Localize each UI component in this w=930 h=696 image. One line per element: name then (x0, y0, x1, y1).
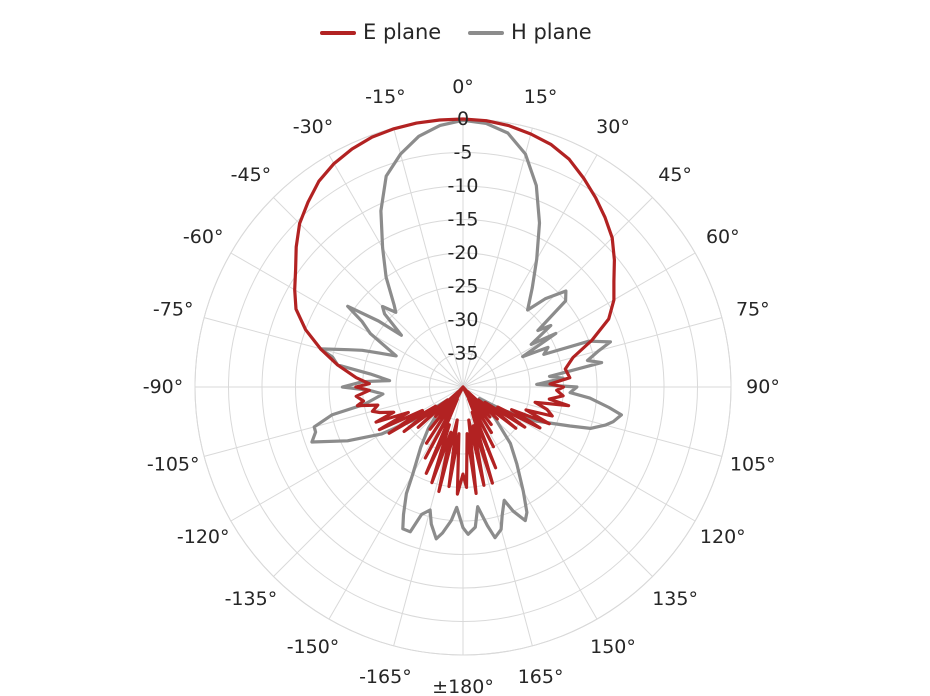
angle-tick-label: -15° (365, 86, 406, 108)
grid-spoke (393, 386, 464, 646)
angle-tick-label: 45° (658, 164, 692, 186)
grid-spoke (462, 317, 722, 388)
angle-tick-label: -45° (231, 164, 272, 186)
grid-spoke (204, 386, 464, 457)
radial-tick-label: -15 (447, 209, 478, 231)
grid-spoke (273, 197, 464, 388)
angle-tick-label: 135° (652, 588, 698, 610)
angle-tick-label: -120° (177, 526, 230, 548)
radial-tick-label: -35 (447, 343, 478, 365)
angle-tick-label: -135° (225, 588, 278, 610)
angle-tick-label: 150° (590, 636, 636, 658)
angle-tick-label: 15° (524, 86, 558, 108)
angle-axis-labels: 0° 15° 30° 45° 60° 75° 90° 105° 120° 135° 150° 165°… (143, 76, 780, 696)
grid-spoke (393, 128, 464, 388)
radial-tick-label: -20 (447, 242, 478, 264)
grid-spoke (230, 386, 464, 522)
angle-tick-label: 165° (518, 666, 564, 688)
grid-spoke (230, 252, 464, 388)
grid-spoke (462, 386, 722, 457)
radial-tick-label: -5 (454, 142, 473, 164)
angle-tick-label: -75° (153, 298, 194, 320)
angle-tick-label: ±180° (432, 676, 494, 696)
series-line-e-plane (293, 117, 616, 496)
grid-spoke (204, 317, 464, 388)
grid-spoke (273, 386, 464, 577)
radial-axis-labels: 0 -5 -10 -15 -20 -25 -30 -35 (447, 108, 478, 365)
angle-tick-label: -90° (143, 376, 184, 398)
plot-area (293, 117, 623, 541)
angle-tick-label: 75° (736, 298, 770, 320)
grid-spoke (462, 197, 653, 388)
angle-tick-label: -105° (147, 454, 200, 476)
radial-tick-label: -25 (447, 276, 478, 298)
radial-tick-label: 0 (457, 108, 469, 130)
legend-label-e-plane: E plane (363, 20, 441, 44)
angle-tick-label: 60° (706, 226, 740, 248)
grid-spoke (462, 252, 696, 388)
legend: E plane H plane (320, 20, 592, 44)
grid-spoke (462, 154, 598, 388)
angle-tick-label: -30° (293, 116, 334, 138)
legend-label-h-plane: H plane (511, 20, 592, 44)
grid-spoke (462, 128, 533, 388)
angle-tick-label: -165° (359, 666, 412, 688)
angle-tick-label: 105° (730, 454, 776, 476)
grid-spoke (328, 154, 464, 388)
angle-tick-label: -60° (183, 226, 224, 248)
angle-tick-label: 30° (596, 116, 630, 138)
angle-tick-label: -150° (287, 636, 340, 658)
angle-tick-label: 0° (452, 76, 474, 98)
series-line-h-plane (310, 118, 623, 541)
radial-tick-label: -30 (447, 309, 478, 331)
radial-tick-label: -10 (447, 175, 478, 197)
angle-tick-label: 90° (746, 376, 780, 398)
angle-tick-label: 120° (700, 526, 746, 548)
